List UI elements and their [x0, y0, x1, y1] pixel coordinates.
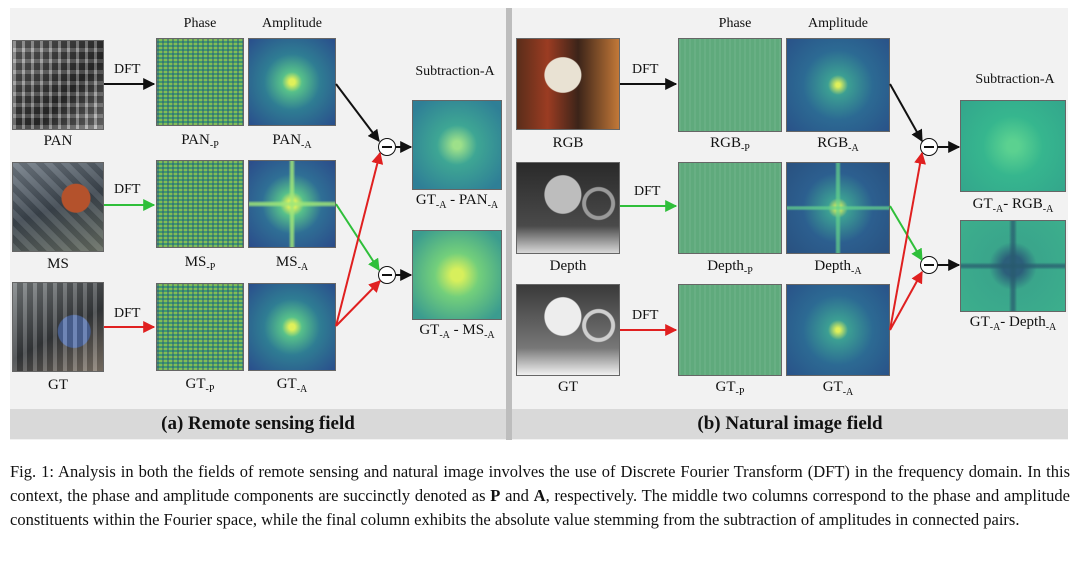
- image-pan-amplitude: [248, 38, 336, 126]
- panel-b-title: (b) Natural image field: [512, 409, 1068, 439]
- image-pan: [12, 40, 104, 130]
- header-phase-a: Phase: [183, 16, 217, 31]
- label-pan-phase: PAN-P: [181, 132, 219, 151]
- image-depth: [516, 162, 620, 254]
- label-rgb-amplitude: RGB-A: [817, 135, 859, 154]
- image-depth-amplitude: [786, 162, 890, 254]
- image-rgb-phase: [678, 38, 782, 132]
- label-pan: PAN: [43, 133, 73, 149]
- image-gt-amplitude-a: [248, 283, 336, 371]
- figure-caption: Fig. 1: Analysis in both the fields of r…: [10, 462, 1070, 529]
- image-gt-amplitude-b: [786, 284, 890, 376]
- label-gt-amplitude-b: GT-A: [822, 379, 854, 398]
- header-amplitude-b: Amplitude: [808, 16, 868, 31]
- label-gt-phase-a: GT-P: [185, 376, 215, 395]
- image-depth-phase: [678, 162, 782, 254]
- header-subtraction-b: Subtraction-A: [975, 72, 1055, 87]
- label-ms: MS: [47, 256, 69, 272]
- label-sub-gt-depth: GT-A- Depth-A: [969, 314, 1057, 333]
- image-sub-gt-pan: [412, 100, 502, 190]
- image-ms-amplitude: [248, 160, 336, 248]
- image-rgb: [516, 38, 620, 130]
- dft-label-pan: DFT: [114, 62, 141, 77]
- image-gt-phase-b: [678, 284, 782, 376]
- dft-label-rgb: DFT: [632, 62, 659, 77]
- dft-label-ms: DFT: [114, 182, 141, 197]
- image-rgb-amplitude: [786, 38, 890, 132]
- label-sub-gt-ms: GT-A - MS-A: [419, 322, 495, 341]
- image-sub-gt-depth: [960, 220, 1066, 312]
- image-ms: [12, 162, 104, 252]
- label-ms-amplitude: MS-A: [275, 254, 309, 273]
- label-gt-amplitude-a: GT-A: [276, 376, 308, 395]
- image-gt-a: [12, 282, 104, 372]
- image-ms-phase: [156, 160, 244, 248]
- dft-label-depth: DFT: [634, 184, 661, 199]
- label-ms-phase: MS-P: [184, 254, 216, 273]
- minus-operator-icon: [378, 138, 396, 156]
- label-sub-gt-rgb: GT-A- RGB-A: [972, 196, 1054, 215]
- label-depth-phase: Depth-P: [707, 258, 753, 277]
- dft-label-gt-b: DFT: [632, 308, 659, 323]
- minus-operator-icon: [920, 138, 938, 156]
- header-amplitude-a: Amplitude: [262, 16, 322, 31]
- panel-divider: [506, 8, 512, 440]
- image-pan-phase: [156, 38, 244, 126]
- label-depth: Depth: [549, 258, 587, 274]
- label-pan-amplitude: PAN-A: [272, 132, 312, 151]
- header-phase-b: Phase: [718, 16, 752, 31]
- label-depth-amplitude: Depth-A: [814, 258, 862, 277]
- label-sub-gt-pan: GT-A - PAN-A: [415, 192, 499, 211]
- minus-operator-icon: [378, 266, 396, 284]
- dft-label-gt-a: DFT: [114, 306, 141, 321]
- label-rgb-phase: RGB-P: [710, 135, 750, 154]
- image-sub-gt-rgb: [960, 100, 1066, 192]
- image-gt-b: [516, 284, 620, 376]
- label-gt-phase-b: GT-P: [715, 379, 745, 398]
- label-gt-a: GT: [48, 377, 68, 393]
- image-gt-phase-a: [156, 283, 244, 371]
- label-gt-b: GT: [558, 379, 578, 395]
- image-sub-gt-ms: [412, 230, 502, 320]
- header-subtraction-a: Subtraction-A: [415, 64, 495, 79]
- panel-a-title: (a) Remote sensing field: [10, 409, 506, 439]
- label-rgb: RGB: [552, 135, 584, 151]
- minus-operator-icon: [920, 256, 938, 274]
